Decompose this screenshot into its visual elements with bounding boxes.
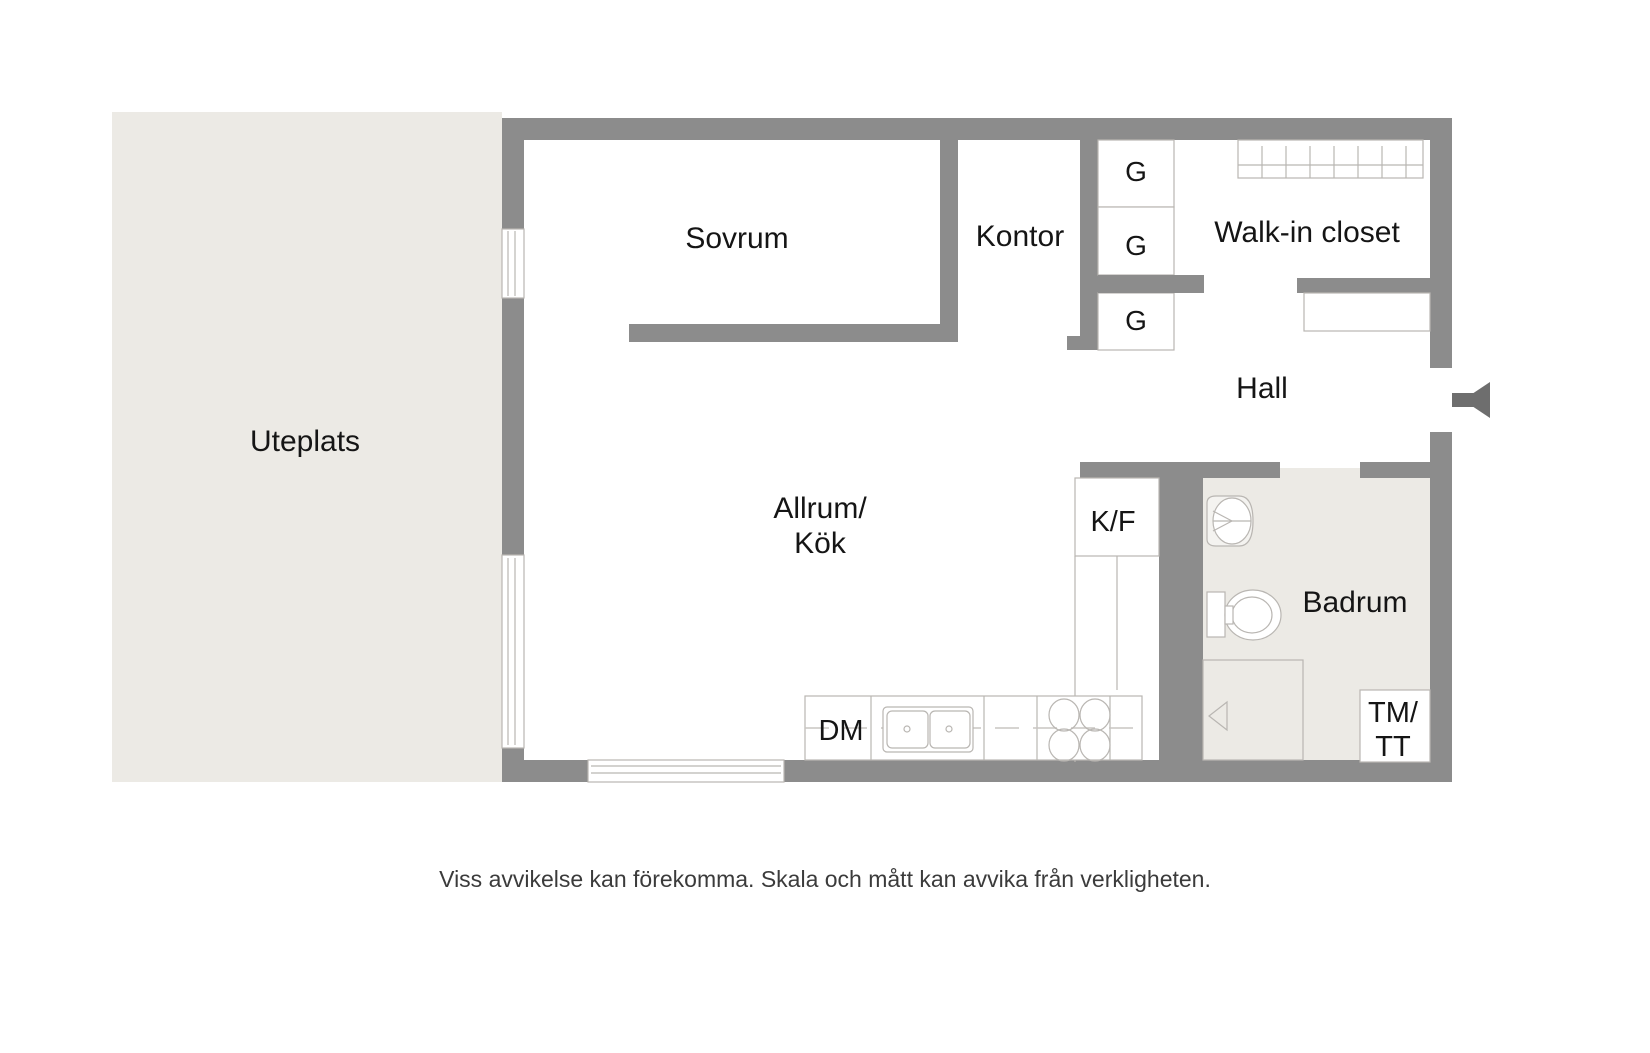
bathroom-sink	[1206, 495, 1254, 547]
floor-plan-svg	[112, 112, 1490, 783]
floor-plan-canvas	[112, 112, 1490, 783]
appliance-box-tmtt	[1359, 689, 1431, 763]
hall-shelf	[1303, 292, 1431, 332]
disclaimer-caption: Viss avvikelse kan förekomma. Skala och …	[439, 866, 1211, 892]
exterior-wall-east-upper	[1430, 118, 1452, 368]
exterior-wall-west-seg2	[502, 298, 524, 555]
interior-wall-closet-divider	[1098, 275, 1204, 293]
interior-wall-kontor-east	[1080, 140, 1098, 350]
interior-wall-kontor-jamb	[1067, 336, 1098, 350]
interior-wall-walkin-south	[1297, 278, 1430, 293]
shower-area	[1202, 659, 1304, 761]
appliance-box-kf	[1074, 477, 1160, 762]
closet-bank-g	[1097, 139, 1175, 351]
closet-shelving	[1237, 139, 1424, 179]
window-west-lower	[501, 554, 525, 749]
exterior-wall-west-seg3	[502, 748, 524, 782]
interior-wall-sovrum-kontor	[940, 140, 958, 336]
interior-wall-badrum-north-b	[1360, 462, 1452, 478]
toilet	[1206, 589, 1282, 641]
exterior-wall-east-lower	[1430, 432, 1452, 778]
window-west-upper	[501, 228, 525, 299]
exterior-wall-west-seg1	[502, 118, 524, 229]
uteplats-area	[112, 112, 502, 782]
cooktop-four-burner	[1048, 698, 1111, 762]
exterior-wall-north	[502, 118, 1452, 140]
entrance-door-arrow	[1452, 382, 1490, 418]
interior-wall-badrum-west	[1159, 462, 1203, 782]
interior-wall-sovrum-south	[629, 324, 958, 342]
kitchen-sink	[882, 706, 974, 753]
window-south	[587, 759, 785, 783]
